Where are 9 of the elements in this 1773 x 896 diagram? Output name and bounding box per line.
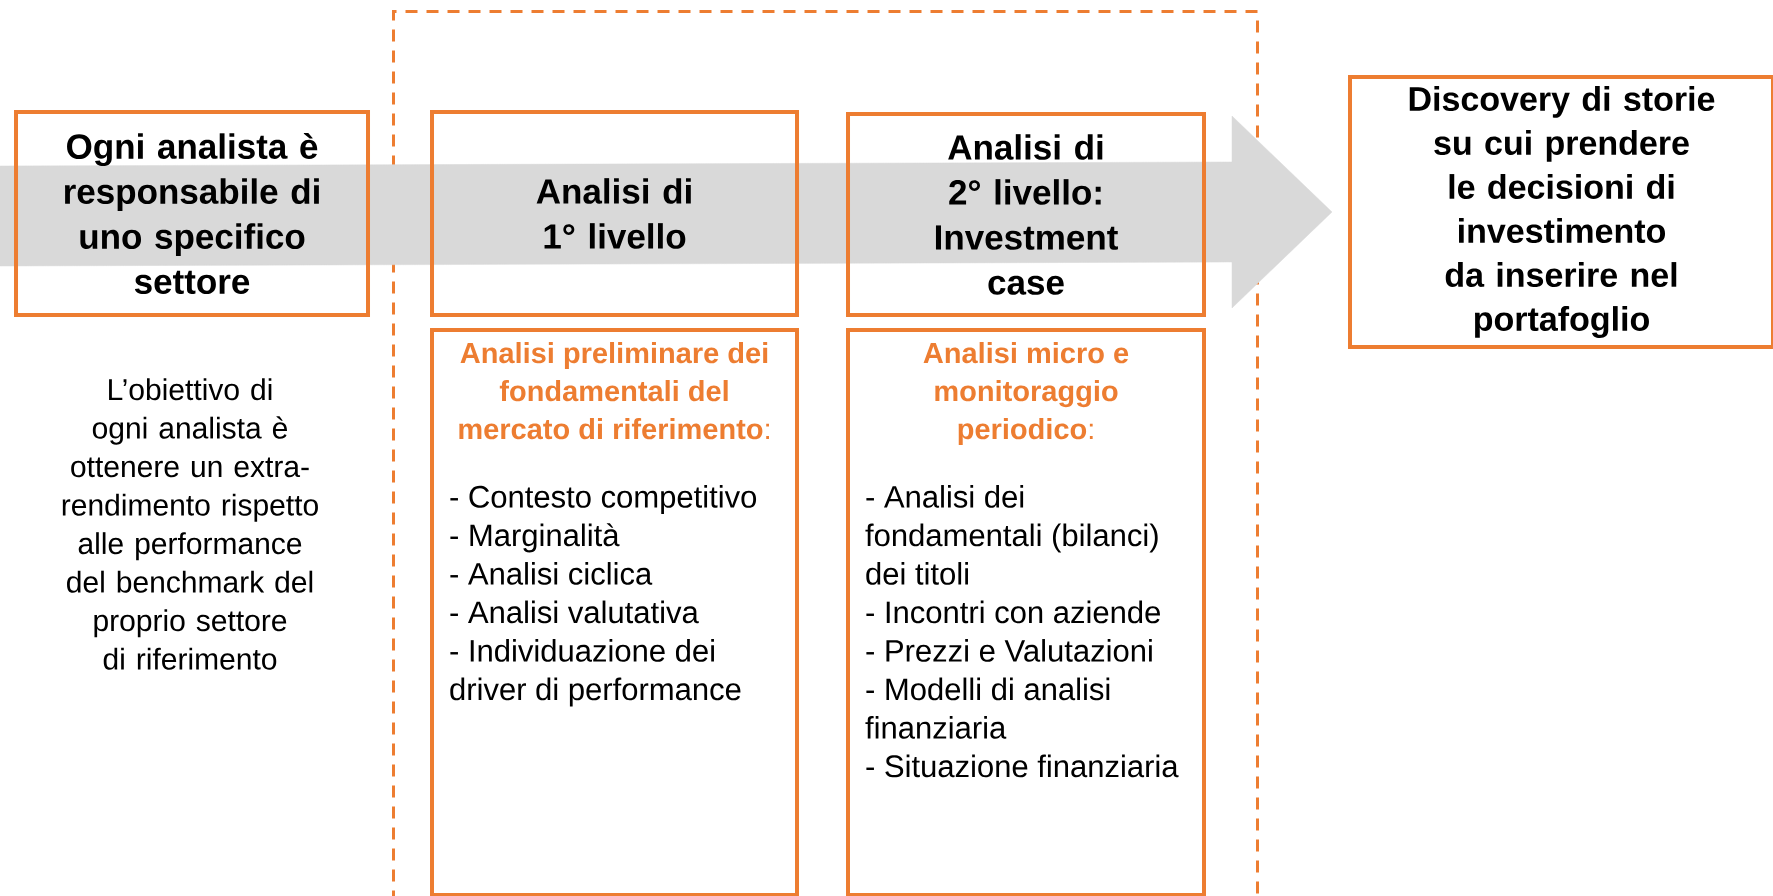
dashed-group-frame [392, 10, 1259, 896]
detail-box: Analisi micro e monitoraggio periodico: - Analisi dei fondamentali (bilanci) dei titoli - Incontri con aziende - Prezzi e Valutazioni - Modelli di analisi finanziaria - Situazione finanziaria [846, 328, 1206, 896]
process-arrow [0, 115, 1333, 309]
process-box: Analisi di 2° livello: Investment case [846, 112, 1206, 317]
detail-box: Analisi preliminare dei fondamentali del mercato di riferimento: - Contesto competitivo - Marginalità - Analisi ciclica - Analisi valutativa - Individuazione dei driver di performance [430, 328, 799, 896]
description-text: L’obiettivo di ogni analista è ottenere un extra-rendimento rispetto alle performance del benchmark del proprio settore di riferimento [62, 378, 318, 670]
process-box: Ogni analista è responsabile di uno specifico settore [14, 110, 370, 317]
process-box: Analisi di 1° livello [430, 110, 799, 317]
process-box: Discovery di storie su cui prendere le decisioni di investimento da inserire nel portafoglio [1348, 75, 1773, 349]
